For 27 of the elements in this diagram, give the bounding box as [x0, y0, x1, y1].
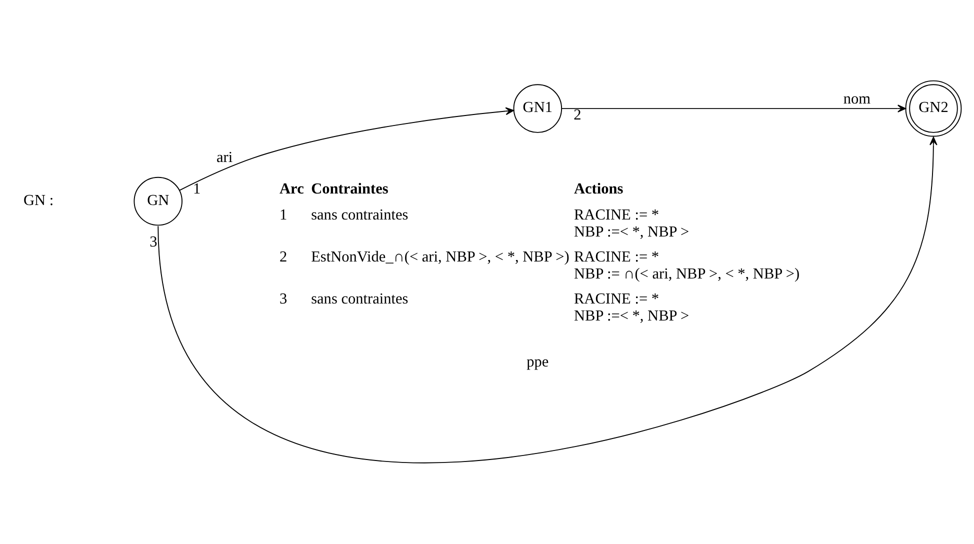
label: EstNonVide_∩(< ari, NBP >, < *, NBP >): [311, 248, 570, 266]
label: 1: [280, 206, 288, 224]
label: sans contraintes: [311, 206, 408, 224]
label: GN :: [24, 192, 54, 209]
edge-label: nom: [843, 90, 871, 108]
node-circle: GN: [134, 176, 182, 226]
label: sans contraintes: [311, 290, 408, 308]
label: 1: [192, 180, 201, 198]
label: 3: [280, 290, 288, 308]
label: Actions: [574, 180, 624, 198]
node-circle: GN1: [513, 84, 562, 133]
node-circle: GN2: [905, 80, 962, 137]
label: RACINE := *: [574, 290, 660, 308]
label: 2: [280, 248, 288, 266]
label: 2: [574, 106, 582, 124]
label: 3: [150, 233, 158, 250]
label: RACINE := *: [574, 206, 660, 224]
edge-label: ppe: [526, 354, 549, 370]
label: Arc: [280, 180, 304, 198]
arrow: [561, 104, 906, 112]
label: NBP := ∩(< ari, NBP >, < *, NBP >): [574, 266, 800, 283]
edge-label: ari: [216, 148, 233, 166]
arrow: [179, 107, 514, 191]
label: NBP :=< *, NBP >: [574, 308, 690, 325]
label: Contraintes: [311, 180, 388, 198]
label: NBP :=< *, NBP >: [574, 223, 690, 240]
label: RACINE := *: [574, 248, 660, 266]
